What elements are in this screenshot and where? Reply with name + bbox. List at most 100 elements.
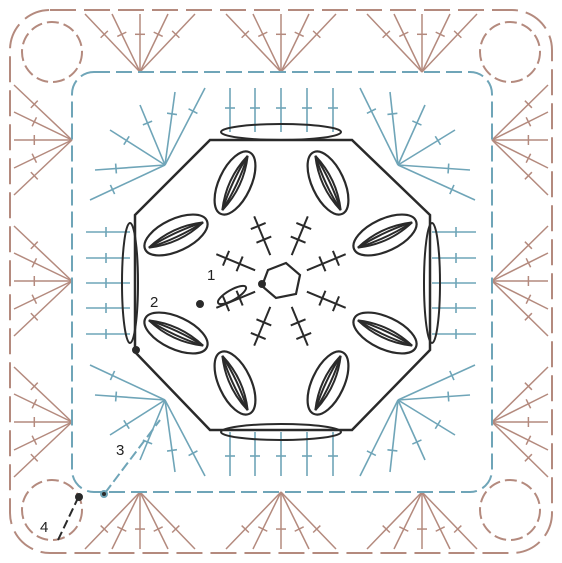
round-3-start-chain xyxy=(105,420,160,493)
corner-chain-arc xyxy=(480,480,540,540)
outer-fan-stitch xyxy=(14,281,72,309)
stitch-bar xyxy=(124,136,129,144)
outer-fan-stitch xyxy=(492,85,548,140)
stitch-bar xyxy=(387,450,397,451)
cluster-outline xyxy=(206,345,264,420)
cluster-outline xyxy=(138,304,213,362)
outer-fan-stitch xyxy=(394,492,422,549)
stitch-bar xyxy=(448,164,449,174)
outer-fan-stitch xyxy=(14,140,72,168)
outer-fan-stitch xyxy=(492,422,548,477)
outer-fan-stitch xyxy=(422,492,450,549)
outer-fan-stitch xyxy=(492,422,548,450)
cluster-outline xyxy=(299,145,357,220)
round-2-clusters xyxy=(122,124,440,440)
outer-fan-stitch xyxy=(226,14,281,72)
outer-fan-stitch xyxy=(85,14,140,72)
puff-cluster xyxy=(206,145,264,220)
outer-fan-stitch xyxy=(140,492,195,549)
outer-fan-stitch xyxy=(253,492,281,549)
corner-fan-stitch xyxy=(390,92,398,165)
single-crochet-stem xyxy=(254,307,270,346)
outer-fan-stitch xyxy=(422,492,477,549)
outer-fan-stitch xyxy=(85,492,140,549)
join-dot xyxy=(76,494,82,500)
stitch-bar xyxy=(116,164,117,174)
stitch-bar xyxy=(124,420,129,428)
outer-fan-stitch xyxy=(422,14,477,72)
stitch-bar xyxy=(167,113,177,114)
outer-fan-stitch xyxy=(492,367,548,422)
outer-fan-stitch xyxy=(281,492,336,549)
outer-fan-stitch xyxy=(422,14,450,72)
round-1-label: 1 xyxy=(207,267,215,284)
outer-fan-stitch xyxy=(492,140,548,168)
join-dot xyxy=(133,347,139,353)
puff-cluster xyxy=(138,206,213,264)
puff-cluster xyxy=(299,145,357,220)
puff-cluster xyxy=(138,304,213,362)
outer-fan-stitch xyxy=(492,112,548,140)
outer-fan-stitch xyxy=(492,281,548,309)
join-dot xyxy=(101,491,107,497)
round-4-label: 4 xyxy=(40,519,48,536)
outer-fan-stitch xyxy=(14,367,72,422)
puff-cluster xyxy=(347,206,422,264)
outer-fan-stitch xyxy=(492,253,548,281)
corner-chain-arc xyxy=(480,22,540,82)
outer-fan-stitch xyxy=(112,14,140,72)
outer-fan-stitch xyxy=(367,492,422,549)
cluster-outline xyxy=(206,145,264,220)
round-4-start-chain xyxy=(58,498,78,540)
outer-fan-stitch xyxy=(492,226,548,281)
puff-cluster xyxy=(299,345,357,420)
outer-fan-stitch xyxy=(14,85,72,140)
cluster-outline xyxy=(138,206,213,264)
outer-fan-stitch xyxy=(14,422,72,477)
outer-fan-stitch xyxy=(14,422,72,450)
outer-fan-stitch xyxy=(14,226,72,281)
outer-fan-stitch xyxy=(281,14,309,72)
corner-fan-stitch xyxy=(140,105,165,165)
single-crochet-stem xyxy=(292,307,308,346)
outer-fan-stitch xyxy=(492,394,548,422)
join-dot xyxy=(197,301,203,307)
single-crochet-stem xyxy=(216,254,255,270)
outer-fan-stitch xyxy=(492,281,548,336)
outer-fan-stitch xyxy=(140,492,168,549)
start-dot xyxy=(259,281,265,287)
outer-fan-stitch xyxy=(394,14,422,72)
stitch-bar xyxy=(448,392,449,402)
outer-fan-stitch xyxy=(14,112,72,140)
octagon-outline xyxy=(135,140,430,430)
single-crochet-stem xyxy=(307,254,346,270)
corner-fan-stitch xyxy=(110,400,165,435)
cluster-outline xyxy=(299,345,357,420)
outer-fan-stitch xyxy=(281,492,309,549)
outer-fan-stitch xyxy=(140,14,195,72)
outer-fan-stitch xyxy=(112,492,140,549)
corner-fan-stitch xyxy=(390,400,398,472)
stitch-bar xyxy=(167,450,177,451)
outer-fan-stitch xyxy=(14,281,72,336)
outer-fan-stitch xyxy=(281,14,336,72)
puff-cluster xyxy=(206,345,264,420)
outer-fan-stitch xyxy=(226,492,281,549)
outer-fan-stitch xyxy=(14,394,72,422)
outer-fan-stitch xyxy=(14,140,72,195)
round-1-stitches xyxy=(216,216,346,345)
stitch-bar xyxy=(435,420,440,429)
corner-fan-stitch xyxy=(360,400,398,476)
outer-fan-stitch xyxy=(492,140,548,195)
single-crochet-stem xyxy=(254,216,270,255)
outer-fan-stitch xyxy=(140,14,168,72)
corner-chain-arc xyxy=(22,22,82,82)
stitch-bar xyxy=(435,136,440,145)
single-crochet-stem xyxy=(292,216,308,255)
cluster-outline xyxy=(347,304,422,362)
chain-stitch xyxy=(216,283,249,308)
stitch-bar xyxy=(116,392,117,402)
single-crochet-stem xyxy=(307,292,346,308)
outer-fan-stitch xyxy=(253,14,281,72)
